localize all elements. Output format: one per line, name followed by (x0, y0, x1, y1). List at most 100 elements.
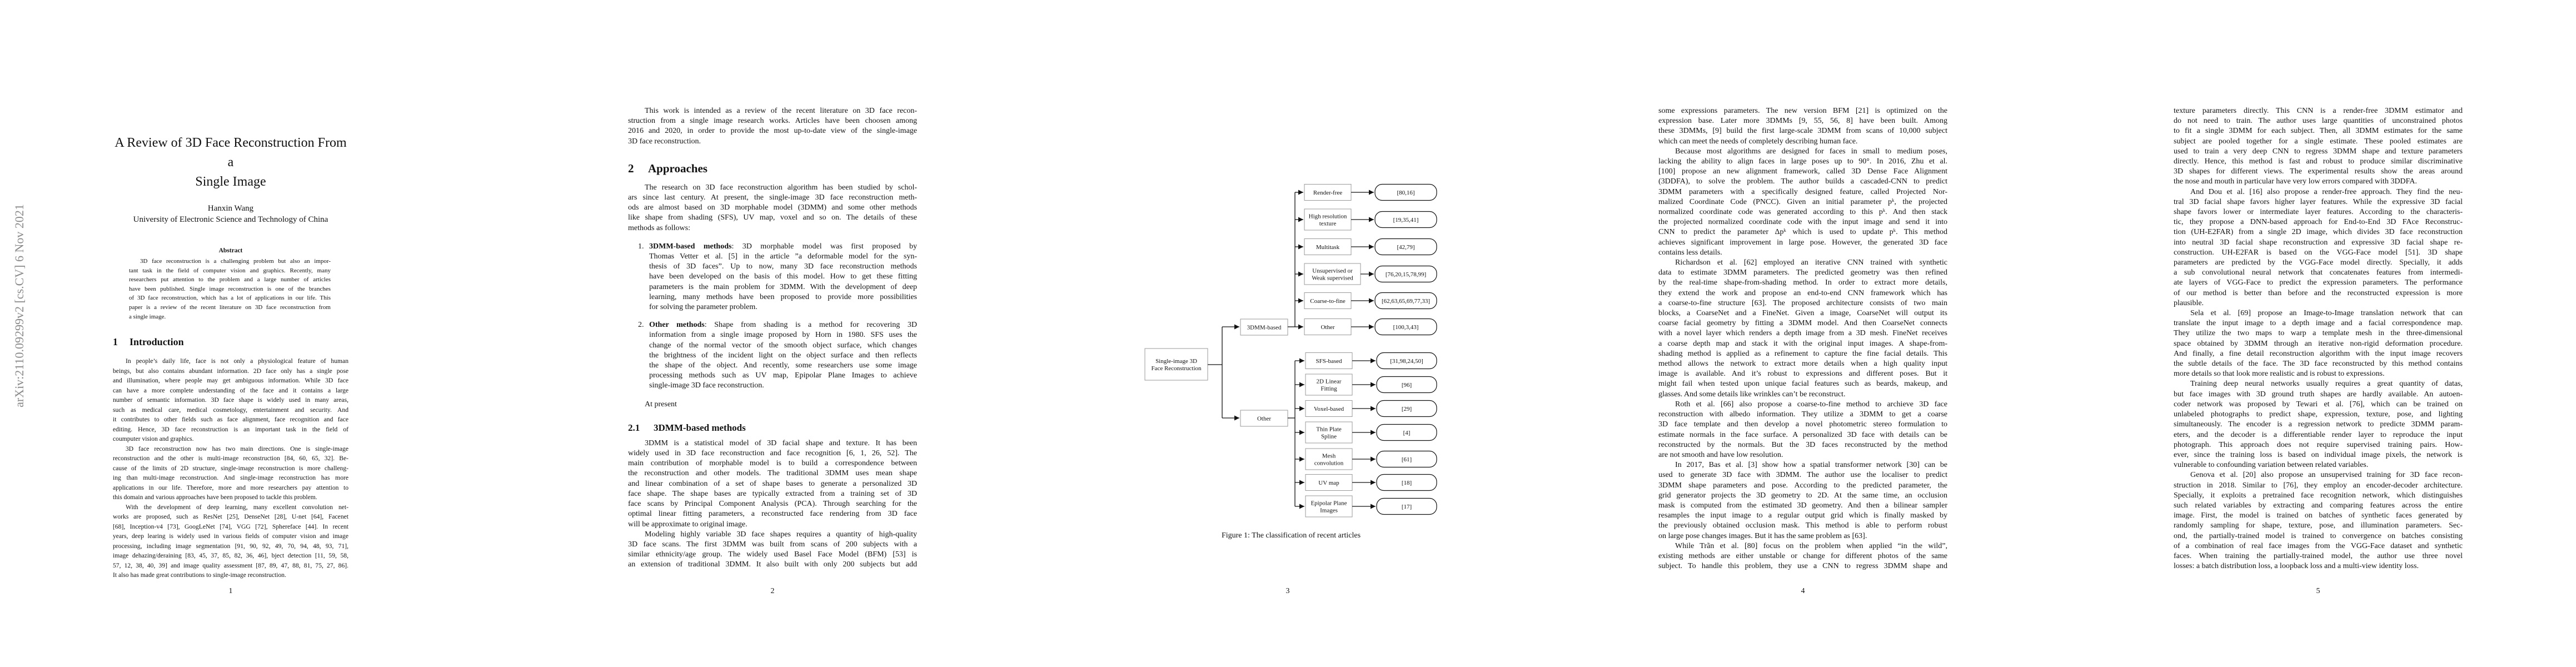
reference-node-label: [19,35,41] (1393, 217, 1419, 223)
text-line: an extension of traditional 3DMM. It als… (628, 560, 917, 569)
text-fragment: : 3D morphable model was first proposed … (731, 242, 917, 251)
category-node-label: Images (1320, 507, 1338, 514)
text-line: and illumination, where people may get a… (113, 377, 348, 385)
figure-caption: Figure 1: The classification of recent a… (1221, 531, 1361, 540)
text-line: information from a single image proposed… (649, 331, 917, 340)
text-line: used to train a very deep CNN to regress… (2174, 147, 2463, 156)
text-line: subject. To handle this problem, they us… (1658, 562, 1947, 571)
category-node-label: High resolution (1309, 213, 1347, 220)
text-line: It also has made great contributions to … (113, 571, 286, 579)
reference-node-label: [31,98,24,50] (1390, 358, 1423, 365)
text-line: ate layers of VGG-Face to predict the ex… (2174, 278, 2463, 287)
text-line: 3DMM parameters with a specifically desi… (1658, 187, 1947, 196)
root-node-label: Single-image 3D (1155, 358, 1197, 365)
text-line: ond, the partially-trained model is trai… (2174, 531, 2463, 540)
text-line: [100] propose an new alignment framework… (1658, 167, 1947, 176)
text-line: blocks, a CoarseNet and a FineNet. Given… (1658, 309, 1947, 318)
text-line: these 3DMMs, [9] build the first large-s… (1658, 127, 1947, 136)
category-node-label: Weak supervised (1312, 275, 1353, 282)
text-line: tant task in the field of computer visio… (129, 267, 331, 274)
list-label: 3DMM-based methods (649, 242, 732, 251)
branch-node (1240, 410, 1288, 427)
text-line: applications in our life. Therefore, mor… (113, 484, 348, 491)
text-line: translate the input image to a depth ima… (2174, 319, 2463, 328)
text-line: This work is intended as a review of the… (645, 107, 917, 115)
text-line: a sub convolutional neural network that … (2174, 268, 2463, 277)
text-line: Modeling highly variable 3D face shapes … (645, 530, 917, 539)
text-line: (3DDFA), to solve the problem. The autho… (1658, 177, 1947, 186)
text-line: of our method is better than before and … (2174, 288, 2463, 297)
text-line: might fail when tested upon unique facia… (1658, 380, 1947, 389)
section-number: 2.1 (628, 422, 640, 433)
text-line: they extend the work and propose an end-… (1658, 288, 1947, 297)
text-line: are not smooth and have low resolution. (1658, 450, 1783, 459)
text-line: image. First, the model is trained on ba… (2174, 511, 2463, 520)
text-line: tic, they propose a DNN-based approach f… (2174, 218, 2463, 227)
category-node-label: Coarse-to-fine (1310, 298, 1346, 305)
reference-node-label: [76,20,15,78,99] (1386, 271, 1426, 278)
text-line: the previously obtained occlusion mask. … (1658, 521, 1947, 530)
category-node-label: Other (1321, 324, 1334, 331)
text-line: 3D shapes for different views. The exper… (2174, 167, 2463, 176)
text-line: simultaneously. The encoder is a regress… (2174, 420, 2463, 429)
text-line: tion (UH-E2FAR) from a single 2D image, … (2174, 228, 2463, 237)
reference-node (1376, 497, 1437, 515)
category-node-label: Mesh (1322, 453, 1336, 460)
reference-node-label: [4] (1403, 430, 1411, 436)
list-item: 1.3DMM-based methods: 3D morphable model… (628, 242, 917, 312)
reference-node-label: [61] (1402, 456, 1412, 463)
category-node-label: Thin Plate (1316, 426, 1342, 433)
paragraph: Sela et al. [69] propose an Image-to-Ima… (2174, 308, 2463, 379)
text-line: ing than multi-image reconstruction. And… (113, 474, 348, 482)
text-line: construction. UH-E2FAR is based on the V… (2174, 248, 2463, 257)
text-line: parameters is the main problem for 3DMM.… (649, 282, 917, 291)
text-line: do not need to train. The author uses la… (2174, 117, 2463, 126)
text-line: 3D face reconstruction. (628, 137, 701, 146)
text-line: data to estimate 3DMM parameters. The pr… (1658, 268, 1947, 277)
branch-node-label: Other (1257, 416, 1271, 422)
text-line: processing, including image segmentation… (113, 542, 348, 550)
text-line: the nose and mouth in particular have ve… (2174, 177, 2417, 186)
paragraph: 3DMM is a statistical model of 3D facial… (628, 439, 917, 530)
text-line: shape favors lower or intermediate layer… (2174, 208, 2463, 217)
text-line: such related variables by extracting and… (2174, 501, 2463, 510)
text-line: And finally, a fine detail reconstructio… (2174, 349, 2463, 358)
text-line: ever, since the training loss is based o… (2174, 450, 2463, 459)
text-line: faces. When training the partially-train… (2174, 551, 2463, 560)
category-node-label: Unsupervised or (1312, 268, 1353, 275)
reference-node (1376, 424, 1437, 441)
reference-node-label: [17] (1402, 504, 1412, 510)
text-line: method allows the network to extract mor… (1658, 360, 1947, 369)
abstract-body: 3D face reconstruction is a challenging … (113, 257, 348, 321)
text-line: Single Image (195, 175, 266, 189)
text-line: struction from a single image research w… (628, 117, 917, 126)
reference-node-label: [100,3,43] (1393, 324, 1419, 331)
text-line: reconstructed by the normals. But the 3D… (1658, 440, 1947, 449)
text-line: but face images with 3D ground truth sha… (2174, 390, 2463, 399)
page-number: 1 (228, 587, 233, 595)
text-line: used to generate 3D face with 3DMM. The … (1658, 471, 1947, 480)
text-line: the shape of the object. And recently, s… (649, 361, 917, 370)
arxiv-stamp: arXiv:2110.09299v2 [cs.CV] 6 Nov 2021 (12, 204, 26, 407)
text-line: plausible. (2174, 298, 2204, 307)
category-node-label: SFS-based (1316, 358, 1342, 365)
category-node (1305, 474, 1353, 491)
text-line: ars since last century. At present, the … (628, 193, 917, 202)
text-line: thesis of 3D faces”. Up to now, many 3D … (649, 262, 917, 271)
reference-node (1376, 400, 1437, 417)
text-line: beings, but also contains abundant infor… (113, 367, 348, 375)
page-number: 5 (2316, 587, 2320, 595)
author-name: Hanxin Wang (207, 204, 254, 213)
paragraph: With the development of deep learning, m… (113, 502, 348, 580)
category-node (1305, 495, 1353, 517)
text-line: for solving the parameter problem. (649, 303, 758, 312)
category-node (1305, 400, 1353, 417)
text-line: losses: a batch distribution loss, a loo… (2174, 562, 2419, 571)
paragraph: Richardson et al. [62] employed an itera… (1658, 258, 1947, 400)
text-line: 3DMM is a statistical model of 3D facial… (645, 439, 917, 447)
text-line: texture parameters directly. This CNN is… (2174, 107, 2463, 115)
text-line: face scans by Principal Component Analys… (628, 500, 917, 509)
text-column: This work is intended as a review of the… (628, 106, 917, 570)
category-node-label: Fitting (1321, 386, 1337, 392)
